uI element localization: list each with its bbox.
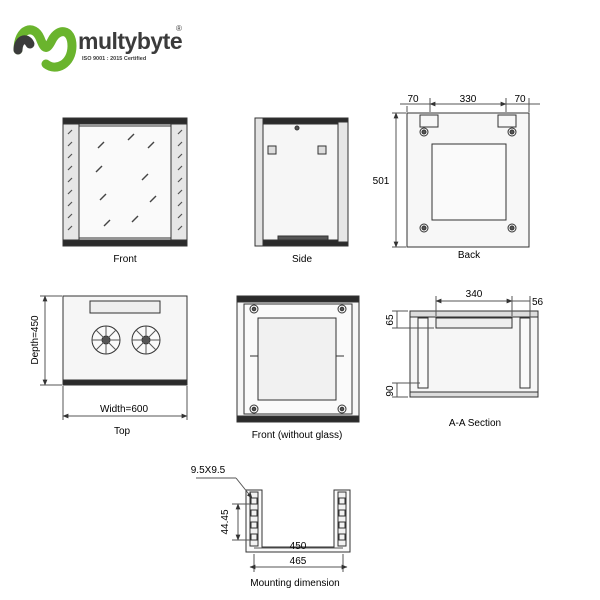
logo-mark-icon (13, 25, 77, 72)
label-front-without-glass: Front (without glass) (252, 430, 343, 441)
dim-section-right: 56 (532, 297, 544, 308)
back-view (392, 98, 540, 248)
brand-logo: multybyte ® ISO 9001 : 2015 Certified (12, 10, 202, 82)
front-view (62, 117, 188, 247)
top-view (40, 295, 188, 420)
brand-name: multybyte (78, 28, 183, 54)
dim-mount-inner: 450 (290, 541, 307, 552)
section-view (392, 296, 539, 398)
dim-mount-pitch: 44.45 (220, 509, 231, 534)
dim-top-width: Width=600 (100, 404, 149, 415)
dim-back-right: 70 (514, 94, 526, 105)
side-view (254, 117, 349, 247)
label-back: Back (458, 250, 481, 261)
dim-section-bottom: 90 (385, 385, 396, 397)
front-without-glass-view (236, 295, 360, 423)
brand-registered: ® (176, 24, 182, 33)
label-side: Side (292, 254, 312, 265)
dim-back-height: 501 (373, 176, 390, 187)
label-section: A-A Section (449, 418, 501, 429)
dim-mount-outer: 465 (290, 556, 307, 567)
dim-back-left: 70 (407, 94, 419, 105)
label-top: Top (114, 426, 131, 437)
dim-top-depth: Depth=450 (30, 315, 41, 365)
dim-section-top: 65 (385, 314, 396, 326)
dim-back-middle: 330 (460, 94, 477, 105)
label-front: Front (113, 254, 137, 265)
mounting-view (196, 477, 351, 572)
dim-mount-hole: 9.5X9.5 (191, 465, 226, 476)
dim-section-width: 340 (466, 289, 483, 300)
label-mounting: Mounting dimension (250, 578, 340, 589)
brand-certification: ISO 9001 : 2015 Certified (82, 56, 147, 62)
